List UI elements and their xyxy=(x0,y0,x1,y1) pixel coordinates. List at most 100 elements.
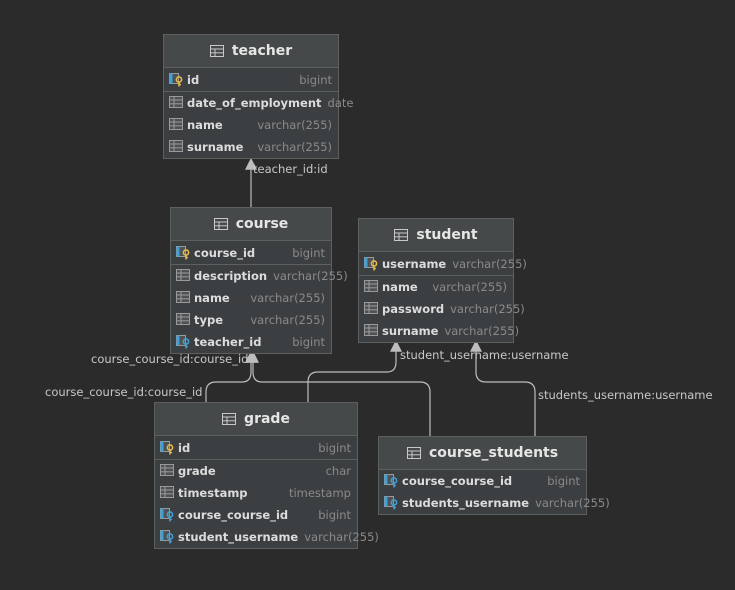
primary-key-icon xyxy=(160,440,174,455)
column-type: varchar(255) xyxy=(250,291,325,305)
column-icon xyxy=(176,291,190,305)
primary-key-icon xyxy=(364,256,378,271)
column-type: char xyxy=(325,464,351,478)
column-type: varchar(255) xyxy=(273,269,348,283)
column-icon xyxy=(169,96,183,110)
column-type: varchar(255) xyxy=(304,530,379,544)
column-type: bigint xyxy=(292,245,325,260)
entity-title: student xyxy=(416,227,478,243)
edge-course-students-student[interactable] xyxy=(470,339,536,437)
column-name: username xyxy=(382,256,447,271)
column-type: varchar(255) xyxy=(450,302,525,316)
table-icon xyxy=(213,218,228,230)
column-icon xyxy=(176,313,190,327)
edge-grade-student[interactable] xyxy=(307,339,402,403)
column-name: teacher_id xyxy=(194,335,262,349)
column-row[interactable]: course_id bigint xyxy=(171,241,331,265)
column-row[interactable]: student_username varchar(255) xyxy=(155,526,379,548)
column-name: name xyxy=(382,280,418,294)
column-type: varchar(255) xyxy=(250,313,325,327)
primary-key-icon xyxy=(176,245,190,260)
column-type: varchar(255) xyxy=(432,280,507,294)
column-row[interactable]: grade char xyxy=(155,460,357,482)
column-row[interactable]: type varchar(255) xyxy=(171,309,331,331)
column-row[interactable]: username varchar(255) xyxy=(359,252,527,276)
column-type: timestamp xyxy=(288,486,351,500)
column-row[interactable]: teacher_id bigint xyxy=(171,331,331,353)
column-icon xyxy=(176,269,190,283)
column-name: grade xyxy=(178,464,216,478)
column-icon xyxy=(364,302,378,316)
column-name: timestamp xyxy=(178,486,248,500)
column-name: course_course_id xyxy=(402,474,513,488)
column-row[interactable]: course_course_id bigint xyxy=(379,470,586,492)
column-name: password xyxy=(382,302,445,316)
column-name: course_course_id xyxy=(178,508,289,522)
column-name: id xyxy=(178,440,191,455)
column-row[interactable]: password varchar(255) xyxy=(359,298,525,320)
entity-title: course xyxy=(235,216,289,232)
column-icon xyxy=(160,486,174,500)
entity-header[interactable]: course_students xyxy=(379,437,586,470)
entity-student[interactable]: student username varchar(255) name varchar(2… xyxy=(358,218,527,343)
column-icon xyxy=(160,464,174,478)
foreign-key-icon xyxy=(384,496,398,510)
table-icon xyxy=(406,447,421,459)
column-name: surname xyxy=(382,324,439,338)
column-row[interactable]: name varchar(255) xyxy=(171,287,331,309)
column-type: varchar(255) xyxy=(444,324,520,338)
column-type: bigint xyxy=(318,508,351,522)
column-name: description xyxy=(194,269,268,283)
column-name: student_username xyxy=(178,530,299,544)
table-icon xyxy=(394,229,409,241)
column-type: varchar(255) xyxy=(452,256,527,271)
entity-header[interactable]: student xyxy=(359,219,513,252)
column-row[interactable]: name varchar(255) xyxy=(359,276,513,298)
column-row[interactable]: surname varchar(255) xyxy=(359,320,519,342)
edge-label-grade-course: course_course_id:course_id xyxy=(45,385,203,399)
column-row[interactable]: surname varchar(255) xyxy=(164,136,338,158)
column-row[interactable]: description varchar(255) xyxy=(171,265,348,287)
edge-label-course-teacher: teacher_id:id xyxy=(253,162,328,176)
column-icon xyxy=(169,140,183,154)
edge-course-students-course[interactable] xyxy=(247,350,431,437)
column-name: surname xyxy=(187,140,244,154)
foreign-key-icon xyxy=(384,474,398,488)
column-type: varchar(255) xyxy=(257,140,332,154)
table-icon xyxy=(222,413,237,425)
column-type: bigint xyxy=(318,440,351,455)
column-name: students_username xyxy=(402,496,530,510)
edge-grade-course[interactable] xyxy=(205,350,257,403)
table-icon xyxy=(209,45,224,57)
entity-header[interactable]: course xyxy=(171,208,331,241)
column-icon xyxy=(169,118,183,132)
column-type: bigint xyxy=(547,474,580,488)
column-type: date xyxy=(327,96,354,110)
foreign-key-icon xyxy=(160,508,174,522)
entity-title: course_students xyxy=(428,445,559,461)
foreign-key-icon xyxy=(160,530,174,544)
column-type: bigint xyxy=(292,335,325,349)
column-name: name xyxy=(187,118,223,132)
column-row[interactable]: id bigint xyxy=(155,436,357,460)
entity-title: grade xyxy=(244,411,290,427)
column-name: name xyxy=(194,291,230,305)
entity-header[interactable]: teacher xyxy=(164,35,338,68)
entity-title: teacher xyxy=(231,43,293,59)
column-row[interactable]: students_username varchar(255) xyxy=(379,492,610,514)
entity-header[interactable]: grade xyxy=(155,403,357,436)
column-type: varchar(255) xyxy=(535,496,610,510)
column-row[interactable]: course_course_id bigint xyxy=(155,504,357,526)
column-name: type xyxy=(194,313,224,327)
foreign-key-icon xyxy=(176,335,190,349)
column-row[interactable]: timestamp timestamp xyxy=(155,482,357,504)
column-name: id xyxy=(187,72,200,87)
entity-course-students[interactable]: course_students course_course_id bigint stu… xyxy=(378,436,610,515)
column-name: course_id xyxy=(194,245,256,260)
